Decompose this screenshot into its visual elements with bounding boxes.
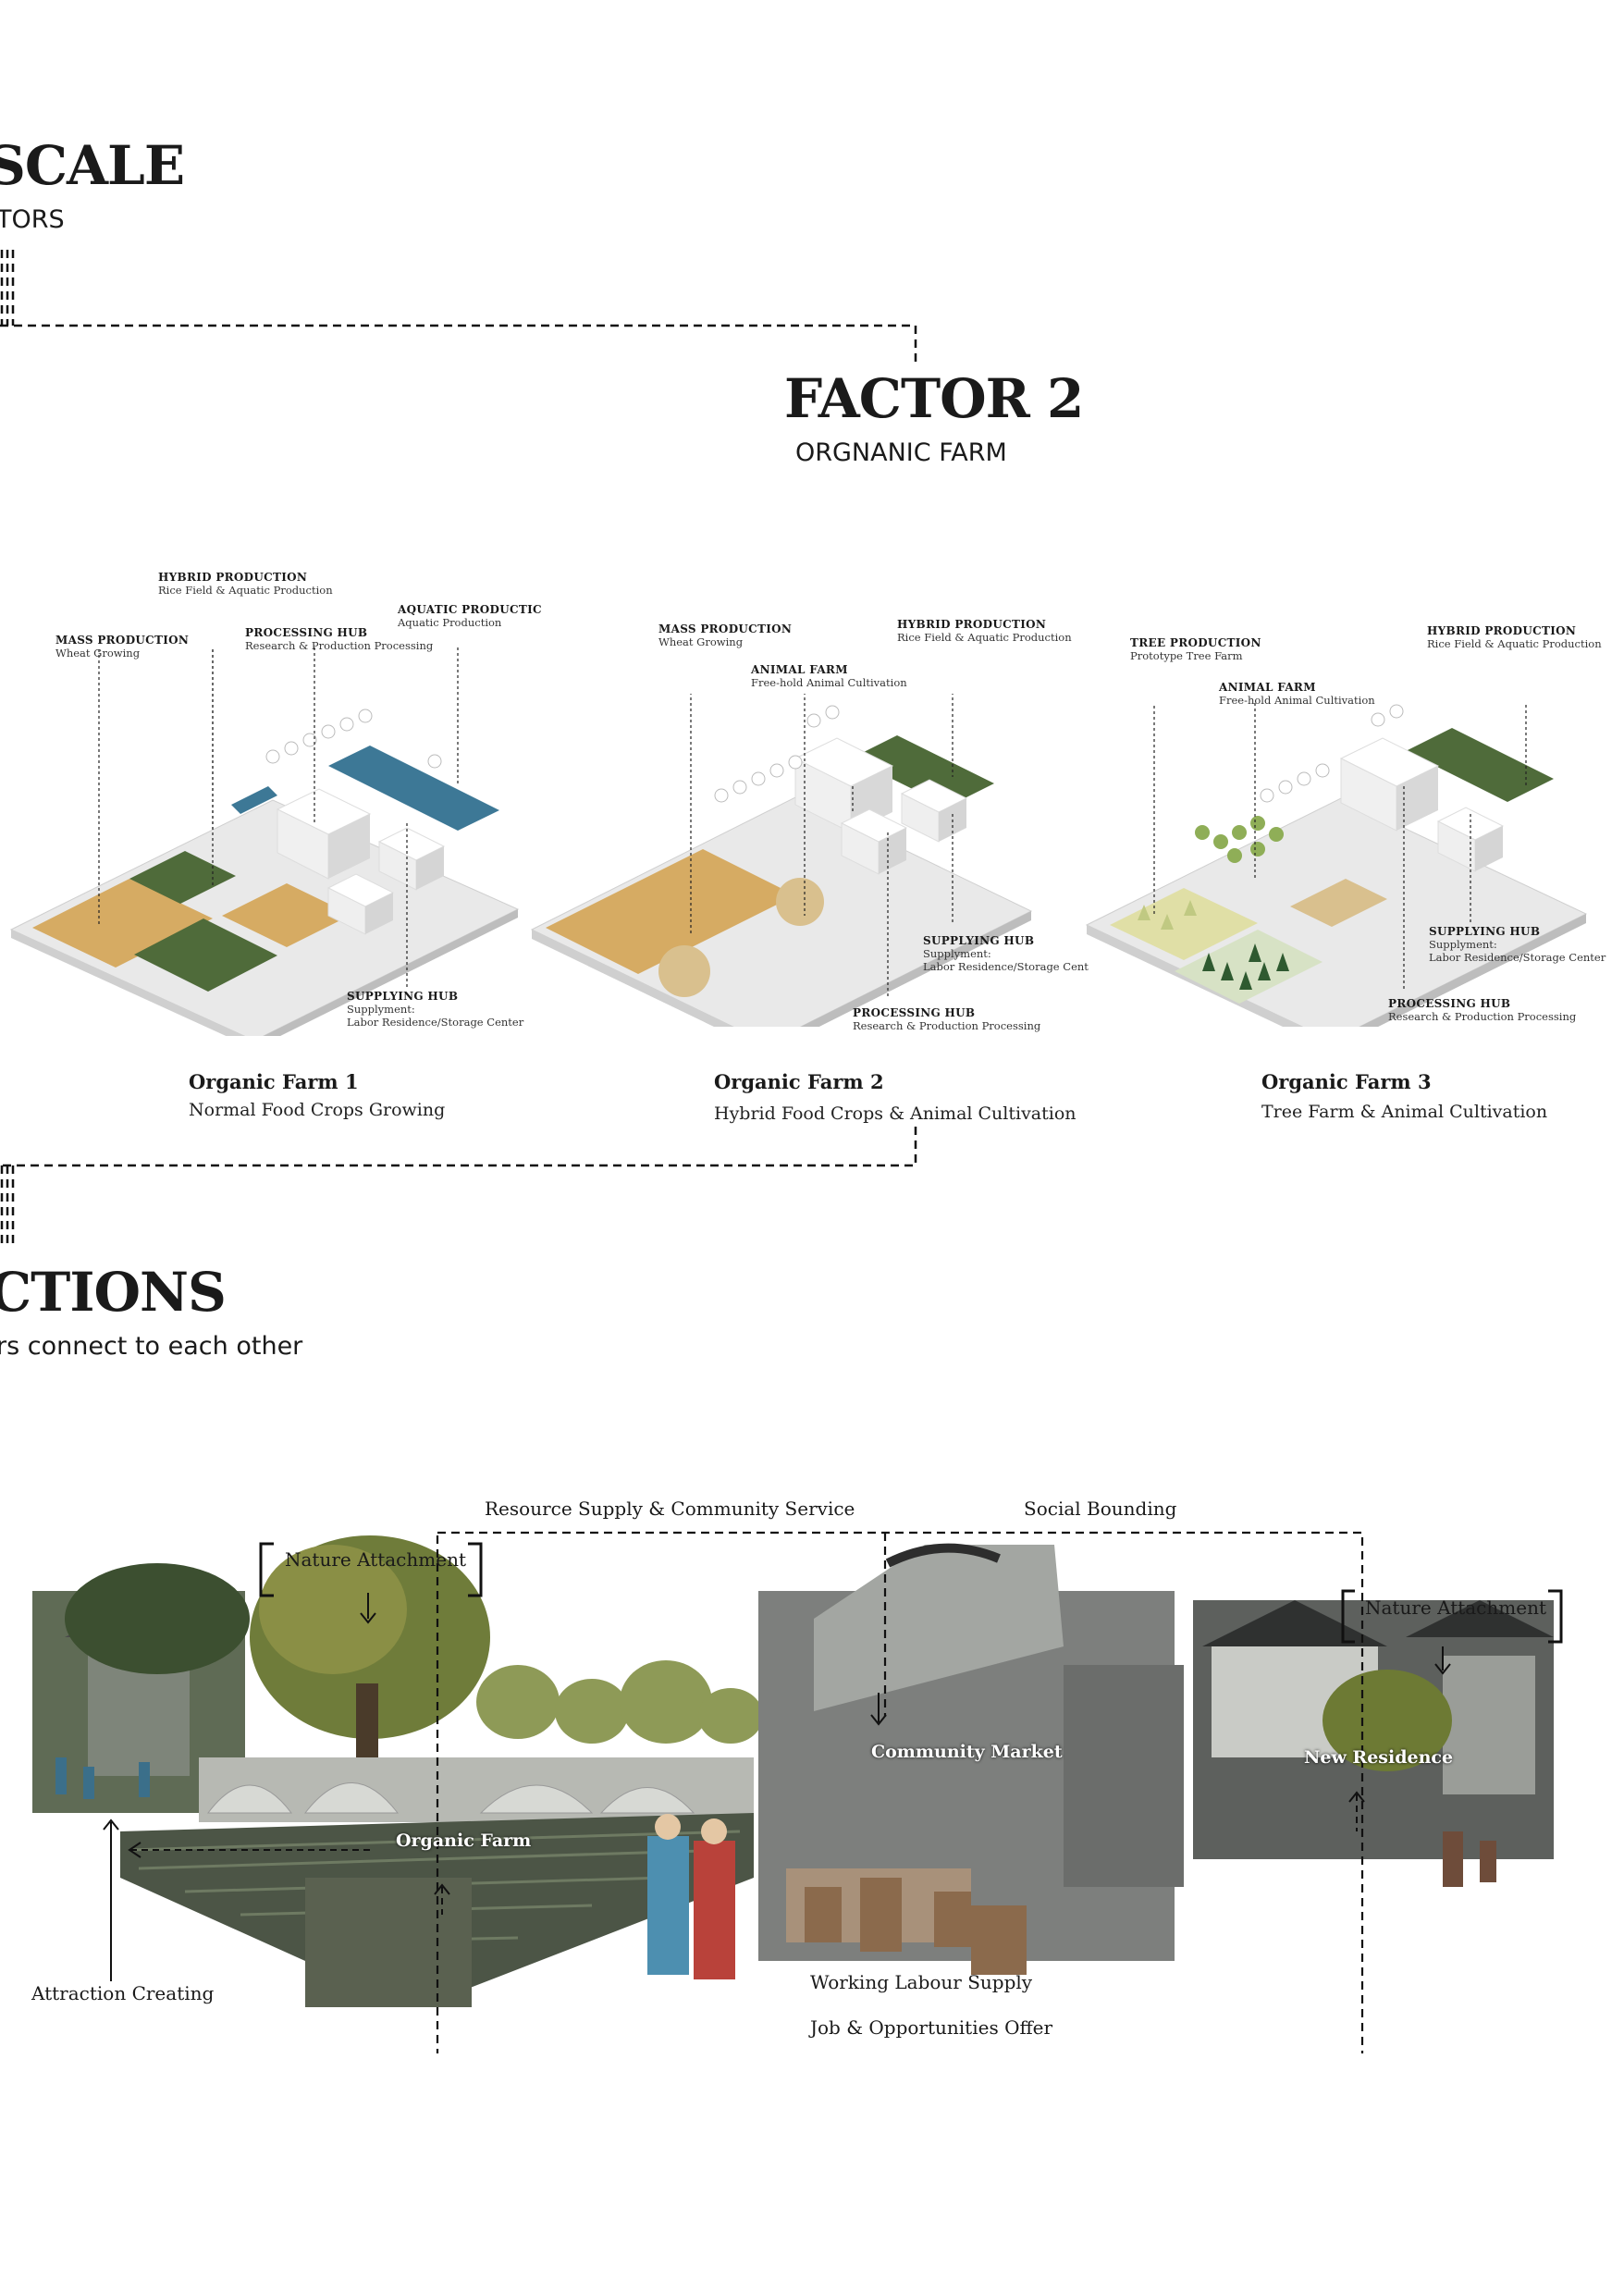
connections-collage [32,1531,1563,2053]
robed-figure-b [694,1841,735,1979]
farm1-aquatic-sub: Aquatic Production [398,616,502,629]
farm3-tree-heading: TREE PRODUCTION [1130,636,1261,649]
farm2-animal-sub: Free-hold Animal Cultivation [751,676,907,689]
farm3-hybrid-heading: HYBRID PRODUCTION [1427,624,1577,637]
farm3-supplying-sub1: Supplyment: [1429,938,1497,951]
farm1-description: Normal Food Crops Growing [189,1100,446,1120]
resource-supply-label: Resource Supply & Community Service [485,1498,855,1520]
farm2-hybrid-sub: Rice Field & Aquatic Production [897,631,1072,644]
farm3-animal-pen [1290,879,1387,927]
farm3-animal-sub: Free-hold Animal Cultivation [1219,694,1375,707]
nature-attachment-left-label: Nature Attachment [285,1548,466,1571]
farm2-animal-pen-b [776,878,824,926]
farm1-supplying-sub1: Supplyment: [347,1003,415,1016]
farm2-supplying-sub1: Supplyment: [923,947,991,960]
top-factors-subtitle: TORS [0,205,65,234]
nature-attachment-right-label: Nature Attachment [1365,1596,1546,1619]
farm2-wheat-field [546,849,795,974]
farm3-animal-heading: ANIMAL FARM [1219,681,1316,694]
farm2-hybrid-heading: HYBRID PRODUCTION [897,618,1047,631]
farm1-title: Organic Farm 1 [189,1070,359,1093]
farm3-processing-sub: Research & Production Processing [1388,1010,1577,1023]
farm2-processing-sub: Research & Production Processing [853,1019,1041,1032]
farm3-processing-heading: PROCESSING HUB [1388,997,1511,1010]
farm3-hybrid-sub: Rice Field & Aquatic Production [1427,637,1602,650]
farm2-mass-sub: Wheat Growing [658,635,744,648]
factor-subtitle: ORGNANIC FARM [795,438,1007,467]
farm2-animal-pen-a [658,945,710,997]
farm1-wheat-field [32,879,213,968]
farm2-mass-heading: MASS PRODUCTION [658,623,793,635]
farm2-supplying-heading: SUPPLYING HUB [923,934,1035,947]
farm2-description: Hybrid Food Crops & Animal Cultivation [714,1103,1077,1124]
farm1-mass-sub: Wheat Growing [55,647,141,660]
factor-title: FACTOR 2 [784,367,1084,430]
farm3-title: Organic Farm 3 [1261,1070,1432,1093]
social-bounding-label: Social Bounding [1024,1498,1177,1520]
farm1-supplying-heading: SUPPLYING HUB [347,990,459,1003]
connections-subtitle: rs connect to each other [0,1332,303,1361]
farm3-tree-field [1110,888,1258,960]
community-market-label: Community Market [871,1742,1063,1762]
farm1-processing-heading: PROCESSING HUB [245,626,368,639]
farm1-green-field-b [134,918,277,992]
farm1-processing-sub: Research & Production Processing [245,639,434,652]
farm2-processing-heading: PROCESSING HUB [853,1006,976,1019]
farm3-description: Tree Farm & Animal Cultivation [1261,1102,1548,1122]
farm1-wheat-field-b [222,883,351,947]
farm3-supplying-heading: SUPPLYING HUB [1429,925,1541,938]
farm1-mass-heading: MASS PRODUCTION [55,634,190,647]
farm3-tree-sub: Prototype Tree Farm [1130,649,1243,662]
farm2-green-field [851,735,994,807]
farm2-title: Organic Farm 2 [714,1070,884,1093]
farm1-green-field-a [129,851,236,904]
farm1-aquatic-heading: AQUATIC PRODUCTIC [398,603,542,616]
connector-lines [0,250,917,1244]
farm1-supplying-sub2: Labor Residence/Storage Center [347,1016,524,1029]
farm2-supplying-sub2: Labor Residence/Storage Cent [923,960,1089,973]
farm3-supplying-sub2: Labor Residence/Storage Center [1429,951,1606,964]
farm2-axonometric [530,694,1033,1027]
organic-farm-label: Organic Farm [396,1831,532,1851]
farm3-conifer-field [1175,930,1323,1004]
farm1-hybrid-sub: Rice Field & Aquatic Production [158,584,333,597]
job-opportunities-label: Job & Opportunities Offer [810,2016,1053,2039]
top-scale-title: SCALE [0,134,185,197]
farm3-axonometric [1085,703,1588,1027]
robed-figure-a [647,1836,689,1975]
farm2-animal-heading: ANIMAL FARM [751,663,848,676]
attraction-creating-label: Attraction Creating [31,1982,215,2004]
interaction-frame [436,1531,1364,2053]
connections-title: CTIONS [0,1261,227,1324]
new-residence-label: New Residence [1304,1747,1454,1768]
farm1-axonometric [9,647,520,1036]
farm3-green-field [1406,728,1554,802]
farm1-water [328,746,499,831]
farm1-hybrid-heading: HYBRID PRODUCTION [158,571,308,584]
working-labour-label: Working Labour Supply [810,1971,1033,1993]
